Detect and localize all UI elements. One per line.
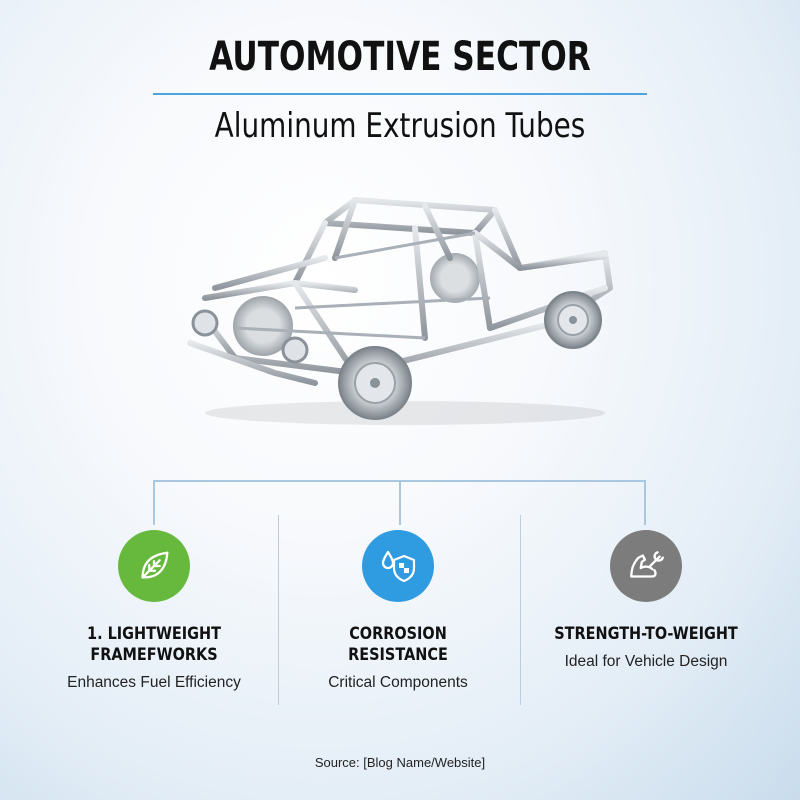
- column-divider: [520, 515, 521, 705]
- connector-left: [153, 480, 155, 525]
- column-divider: [278, 515, 279, 705]
- shield-drop-icon: [362, 530, 434, 602]
- connector-center: [399, 480, 401, 525]
- feature-description: Enhances Fuel Efficiency: [67, 674, 241, 691]
- feature-description: Critical Components: [328, 674, 468, 691]
- feature-corrosion: CORROSION RESISTANCE Critical Components: [278, 530, 518, 692]
- car-frame-illustration: [187, 197, 613, 425]
- feature-title: 1. LIGHTWEIGHT FRAMEFWORKS: [87, 624, 221, 665]
- title-divider: [153, 93, 647, 95]
- feature-strength: STRENGTH-TO-WEIGHT Ideal for Vehicle Des…: [526, 530, 766, 671]
- page-subtitle: Aluminum Extrusion Tubes: [214, 106, 586, 146]
- arm-wrench-icon: [610, 530, 682, 602]
- page-title: AUTOMOTIVE SECTOR: [209, 34, 591, 80]
- feature-title: STRENGTH-TO-WEIGHT: [554, 624, 738, 644]
- source-credit: Source: [Blog Name/Website]: [314, 755, 486, 770]
- leaf-icon: [118, 530, 190, 602]
- feature-title: CORROSION RESISTANCE: [348, 624, 448, 665]
- feature-lightweight: 1. LIGHTWEIGHT FRAMEFWORKS Enhances Fuel…: [34, 530, 274, 692]
- connector-right: [644, 480, 646, 525]
- feature-description: Ideal for Vehicle Design: [564, 653, 728, 670]
